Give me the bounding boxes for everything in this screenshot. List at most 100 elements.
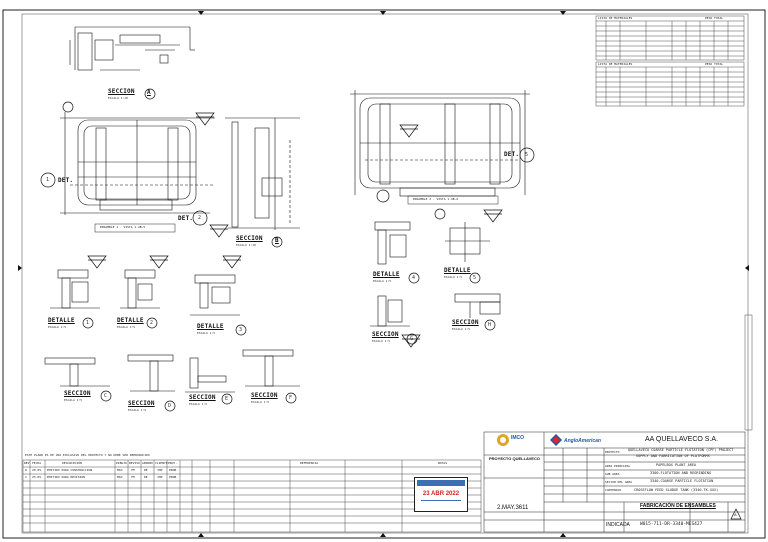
detalle-4-sub: ESCALA 1:5 [373,279,392,283]
row-label-subarea: SUB AREA [605,472,620,476]
detalle-3-title: DETALLE [197,323,224,330]
view-seccion-d [127,354,175,392]
seccion-h-letter: H [488,322,492,328]
client-name: AA QUELLAVECO S.A. [645,436,719,443]
seccion-d-sub: ESCALA 1:5 [128,408,147,412]
rev-row-1-reviso: YM [131,475,135,479]
rev-row-0-desc: EMITIDO PARA CONSTRUCCION [47,468,93,472]
date-label: 2.MAY.3611 [497,505,529,511]
seccion-e-sub: ESCALA 1:5 [189,402,208,406]
subarea-line-2: 3340-COARSE PARTICLE FLOTATION [650,479,714,483]
rev-row-1-cliente: JHP [157,475,163,479]
view-flags [62,101,503,348]
rev-row-0-cliente: JHP [157,468,163,472]
material-table-1 [595,15,745,61]
seccion-e-title: SECCION [189,394,216,401]
det-5-num: 5 [525,152,529,158]
contractor-project: PROYECTO QUELLAVECO [489,456,540,461]
rev-row-0-dibujo: MAO [117,468,123,472]
detalle-4-title: DETALLE [373,271,400,278]
detalle-5-sub: ESCALA 1:5 [444,275,463,279]
detalle-3-num: 3 [239,327,243,333]
seccion-h-title: SECCION [452,319,479,326]
client-logo-text: AngloAmerican [564,438,601,444]
seccion-b-sub: ESCALA 1:10 [236,243,256,247]
view-seccion-e [185,357,235,393]
rev-row-1-aprobo: RE [144,475,148,479]
rev-row-0-aprobo: RE [144,468,148,472]
stamp-date: 23 ABR 2022 [422,491,460,497]
view-detalle-5 [445,222,490,262]
drawing-title: FABRICACIÓN DE ENSAMBLES [640,503,716,509]
seccion-a-title: SECCION [108,88,135,95]
rev-header-referencia: REFERENCIA [300,461,319,465]
rev-header-aprobo: APROBÓ [142,461,153,465]
seccion-b-title: SECCION [236,235,263,242]
border-markers [18,11,749,537]
detalle-1-title: DETALLE [48,317,75,324]
material-table-1-subtitle: PESO TOTAL [705,16,724,20]
revision-letter: A [734,512,737,517]
det-1-label: DET. [58,177,74,184]
project-line-1: QUELLAVECO COARSE PARTICLE FLOTATION (CP… [628,448,734,452]
label-circles [40,88,535,412]
seccion-g-title: SECCION [372,331,399,338]
seccion-f-letter: F [289,395,293,401]
ensamble-1-title: ENSAMBLE 1 - VISTA 1.4B-5 [100,225,146,229]
seccion-d-letter: D [168,403,172,409]
rev-row-1-desc: EMITIDO PARA REVISION [47,475,85,479]
rev-header-cliente: CLIENTE [155,461,168,465]
stamp-signature-line [421,500,461,501]
material-table-2-subtitle: PESO TOTAL [705,62,724,66]
contractor-name: IMCO [511,435,525,441]
imco-logo-icon [497,434,509,446]
view-seccion-f [242,349,300,387]
view-seccion-a [69,26,195,71]
rev-row-0-rev: 0 [25,468,27,472]
revision-triangle-icon [730,508,742,520]
rev-header-rev: REV. [24,461,32,465]
detalle-2-sub: ESCALA 1:5 [117,325,136,329]
det-2-num: 2 [198,215,202,221]
scale-value: INDICADA [606,522,630,528]
detalle-2-title: DETALLE [117,317,144,324]
seccion-h-sub: ESCALA 1:5 [452,327,471,331]
seccion-f-sub: ESCALA 1:5 [251,400,270,404]
view-detalle-4 [374,221,411,265]
ensamble-2-box [407,195,499,205]
det-2-label: DET. [178,215,194,222]
seccion-e-letter: E [225,396,229,402]
seccion-c-letter: C [104,393,108,399]
seccion-b-letter: B [275,237,279,244]
view-ensamble-2 [350,90,530,197]
inner-border [21,13,749,534]
rev-header-desc: DESCRIPCIÓN [62,461,82,465]
seccion-g-sub: ESCALA 1:5 [372,339,391,343]
stamp-header-bar [417,480,465,486]
detalle-1-num: 1 [86,320,90,326]
rev-header-proy: PROY. [168,461,178,465]
sheet-notes: ESTE PLANO ES DE USO EXCLUSIVO DEL PROYE… [25,453,150,457]
row-label-contenido: CONTENIDO [605,488,622,492]
det-5-label: DET. [504,151,520,158]
view-seccion-g [370,295,410,327]
view-elevation-middle [225,117,300,230]
detalle-2-num: 2 [150,320,154,326]
revision-table [22,459,482,533]
seccion-c-sub: ESCALA 1:5 [64,398,83,402]
sheet-title: CROSSFLOW FEED SLUDGE TANK (3340-TK-XXX) [634,488,719,492]
area-value: PAPELBOX PLANT AREA [656,463,697,467]
detalle-3-sub: ESCALA 1:5 [197,331,216,335]
seccion-a-letter: A [147,89,151,96]
ensamble-1-box [94,223,176,233]
view-seccion-b [60,112,215,215]
seccion-a-sub: ESCALA 1:10 [108,96,128,100]
right-edge-strip [744,314,753,431]
rev-row-1-fecha: 23.05. [32,475,43,479]
view-detalle-3 [190,274,240,316]
project-line-2: SUPPLY AND FABRICATION OF PLATFORMS [636,454,710,458]
seccion-f-title: SECCION [251,392,278,399]
rev-row-0-fecha: 20.05. [32,468,43,472]
approval-stamp: 23 ABR 2022 [414,477,468,512]
